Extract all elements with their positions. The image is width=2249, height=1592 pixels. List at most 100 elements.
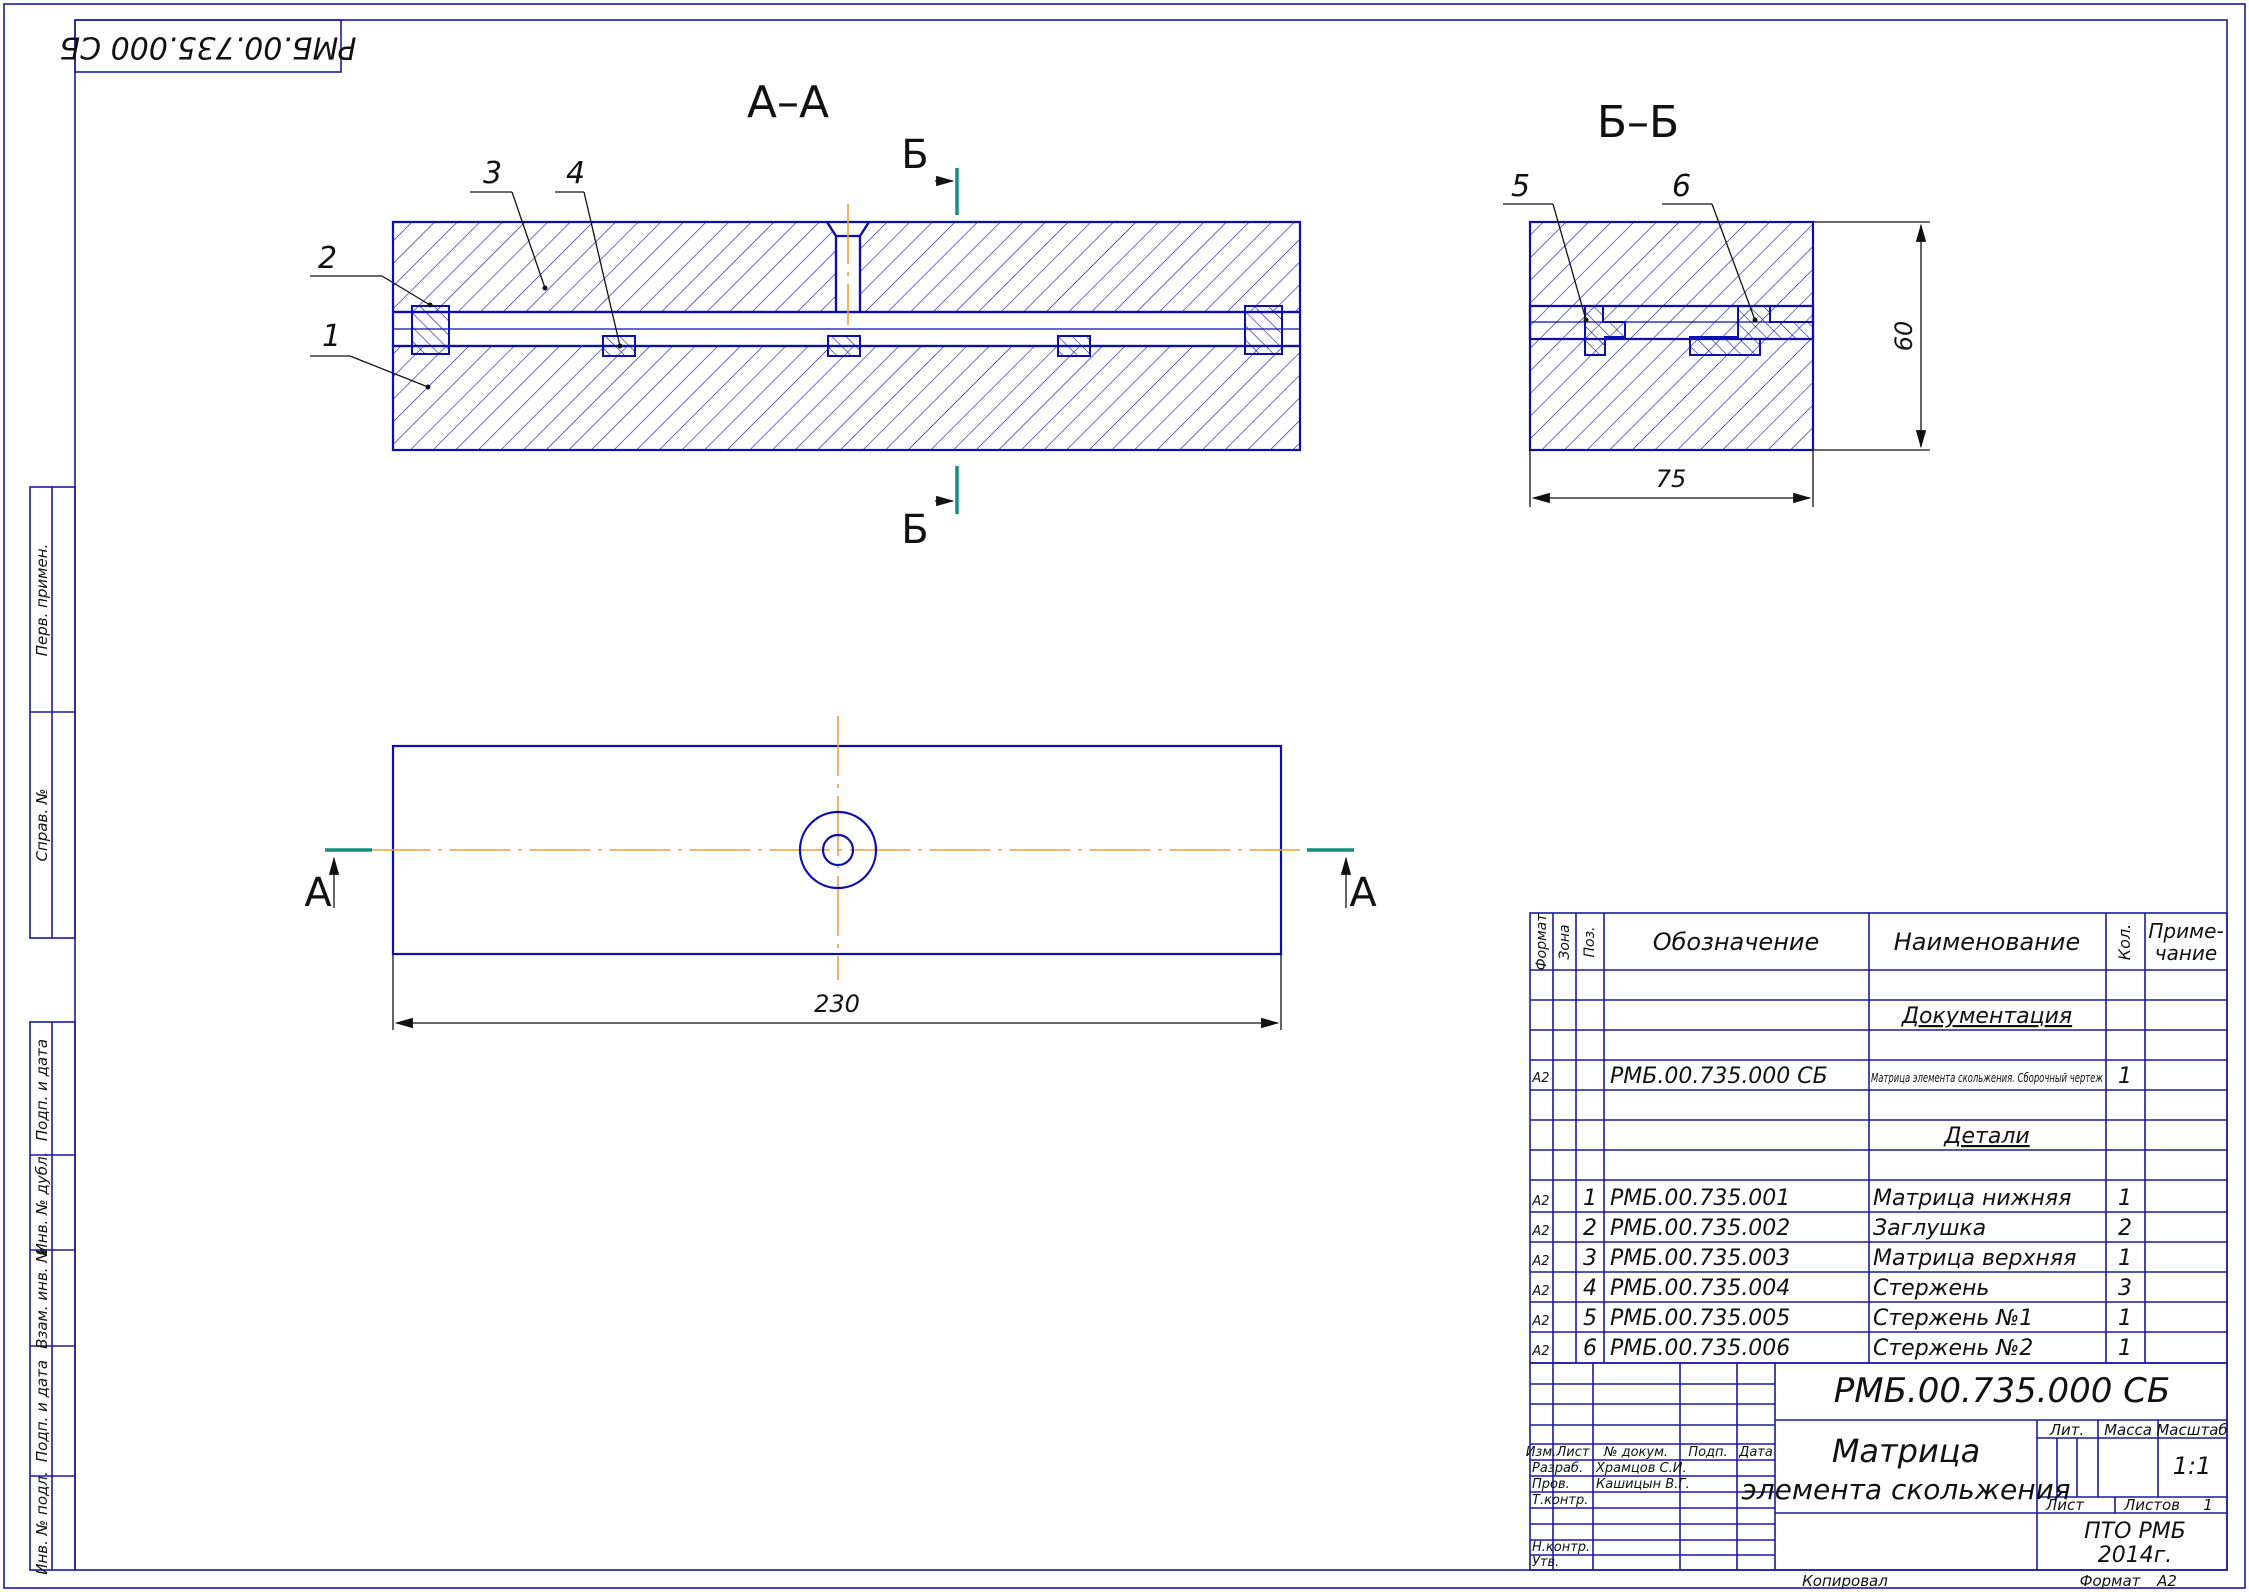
spec-cell-pos: 2 bbox=[1583, 1216, 1597, 1241]
hdr-note: чание bbox=[2155, 941, 2217, 965]
tb-sheets: Листов bbox=[2123, 1496, 2180, 1514]
hole-inner bbox=[821, 833, 855, 867]
tb-scale-value: 1:1 bbox=[2173, 1452, 2212, 1480]
row-name: Матрица элемента скольжения. Сборочный ч… bbox=[1871, 1071, 2103, 1085]
side-strip: Перв. примен. Справ. № Подп. и дата Инв.… bbox=[29, 486, 76, 1575]
tb-label: Т.контр. bbox=[1532, 1493, 1588, 1508]
side-label: Подп. и дата bbox=[33, 1039, 51, 1141]
lower-matrix bbox=[391, 344, 1302, 452]
tb-label: Утв. bbox=[1532, 1555, 1559, 1570]
hdr-format: Формат bbox=[1534, 913, 1550, 971]
spec-cell-name: Матрица нижняя bbox=[1873, 1186, 2071, 1211]
section-aa-label: А–А bbox=[747, 77, 829, 128]
top-stamp-text: РМБ.00.735.000 СБ bbox=[60, 30, 357, 65]
side-label: Инв. № подл. bbox=[33, 1471, 51, 1574]
tb-name: Кашицын В.Г. bbox=[1596, 1477, 1690, 1492]
sheet-border bbox=[3, 3, 2246, 1589]
tb-mass: Масса bbox=[2104, 1421, 2152, 1439]
hdr-name: Наименование bbox=[1894, 928, 2081, 956]
cut-b-top: Б bbox=[901, 132, 928, 178]
tb-sheet: Лист bbox=[2045, 1496, 2085, 1514]
side-label: Инв. № дубл. bbox=[33, 1152, 51, 1255]
callout: 5 bbox=[1511, 169, 1530, 204]
title-line1: Матрица bbox=[1832, 1432, 1980, 1470]
spec-cell-name: Стержень bbox=[1873, 1276, 1989, 1301]
tb-header: Дата bbox=[1738, 1445, 1773, 1460]
rod bbox=[1057, 335, 1091, 357]
cut-a-right: А bbox=[1349, 870, 1377, 916]
hdr-pos: Поз. bbox=[1582, 927, 1598, 958]
spec-cell-designation: РМБ.00.735.002 bbox=[1610, 1216, 1790, 1241]
spec-cell-pos: 5 bbox=[1583, 1306, 1597, 1331]
spec-cell-name: Матрица верхняя bbox=[1873, 1246, 2076, 1271]
spec-cell-qty: 1 bbox=[2118, 1306, 2132, 1331]
side-label: Справ. № bbox=[33, 789, 51, 862]
spec-cell-name: Стержень №2 bbox=[1873, 1336, 2033, 1361]
spec-cell-format: А2 bbox=[1531, 1284, 1549, 1299]
spec-cell-qty: 1 bbox=[2118, 1336, 2132, 1361]
callout: 2 bbox=[318, 241, 337, 276]
format-value: А2 bbox=[2156, 1572, 2177, 1590]
spec-cell-designation: РМБ.00.735.003 bbox=[1610, 1246, 1790, 1271]
spec-cell-qty: 1 bbox=[2118, 1246, 2132, 1271]
section-aa: А–А 2 1 3 4 Б Б bbox=[310, 77, 1302, 553]
tb-label: Пров. bbox=[1532, 1477, 1570, 1492]
spec-cell-name: Заглушка bbox=[1873, 1216, 1986, 1241]
section-bb-label: Б–Б bbox=[1597, 97, 1679, 148]
side-label: Подп. и дата bbox=[33, 1360, 51, 1462]
side-label: Перв. примен. bbox=[33, 544, 51, 657]
spec-cell-name: Стержень №1 bbox=[1873, 1306, 2033, 1331]
top-stamp: РМБ.00.735.000 СБ bbox=[60, 19, 357, 73]
plan-view: А А 230 bbox=[304, 716, 1377, 1030]
section-docs: Документация bbox=[1901, 1004, 2072, 1029]
cut-a-left: А bbox=[304, 870, 332, 916]
spec-cell-format: А2 bbox=[1531, 1344, 1549, 1359]
spec-cell-designation: РМБ.00.735.006 bbox=[1610, 1336, 1790, 1361]
rod-5 bbox=[1584, 305, 1626, 356]
tb-scale: Масштаб bbox=[2156, 1421, 2227, 1439]
spec-cell-pos: 6 bbox=[1583, 1336, 1597, 1361]
rod-6 bbox=[1689, 305, 1814, 356]
dim-height: 60 bbox=[1890, 321, 1918, 352]
rod bbox=[827, 335, 861, 357]
spec-cell-designation: РМБ.00.735.001 bbox=[1610, 1186, 1790, 1211]
spec-cell-qty: 1 bbox=[2118, 1186, 2132, 1211]
spec-cell-format: А2 bbox=[1531, 1254, 1549, 1269]
spec-cell-format: А2 bbox=[1531, 1194, 1549, 1209]
callout: 4 bbox=[566, 156, 585, 191]
tb-sheets-value: 1 bbox=[2203, 1496, 2213, 1514]
section-parts: Детали bbox=[1943, 1124, 2029, 1149]
cut-b-bottom: Б bbox=[901, 507, 928, 553]
tb-header: Подп. bbox=[1688, 1445, 1727, 1460]
spec-cell-format: А2 bbox=[1531, 1314, 1549, 1329]
dim-width: 75 bbox=[1656, 465, 1687, 493]
hdr-zone: Зона bbox=[1557, 924, 1573, 959]
tb-header: № докум. bbox=[1603, 1445, 1668, 1460]
section-bb: Б–Б 5 6 60 75 bbox=[1503, 97, 1930, 507]
plug-right bbox=[1244, 305, 1283, 355]
tb-org: ПТО РМБ bbox=[2084, 1519, 2186, 1544]
spec-cell-pos: 3 bbox=[1583, 1246, 1597, 1271]
side-label: Взам. инв. № bbox=[33, 1247, 51, 1349]
hdr-designation: Обозначение bbox=[1653, 928, 1820, 956]
spec-cell-designation: РМБ.00.735.005 bbox=[1610, 1306, 1790, 1331]
spec-cell-format: А2 bbox=[1531, 1224, 1549, 1239]
title-block: РМБ.00.735.000 СБ Матрица элемента сколь… bbox=[1526, 1362, 2228, 1571]
hdr-note: Приме- bbox=[2148, 919, 2223, 943]
row-format: А2 bbox=[1531, 1071, 1549, 1086]
tb-name: Храмцов С.И. bbox=[1595, 1461, 1687, 1476]
spec-cell-designation: РМБ.00.735.004 bbox=[1610, 1276, 1790, 1301]
hdr-qty: Кол. bbox=[2115, 924, 2134, 960]
spec-cell-pos: 4 bbox=[1583, 1276, 1597, 1301]
spec-cell-pos: 1 bbox=[1583, 1186, 1597, 1211]
row-designation: РМБ.00.735.000 СБ bbox=[1610, 1064, 1828, 1089]
dim-length: 230 bbox=[814, 990, 860, 1018]
title-line2: элемента скольжения bbox=[1741, 1473, 2070, 1506]
callout: 1 bbox=[322, 319, 341, 354]
spec-cell-qty: 3 bbox=[2118, 1276, 2132, 1301]
tb-label: Разраб. bbox=[1532, 1461, 1583, 1476]
spec-table: Формат Зона Поз. Обозначение Наименовани… bbox=[1529, 912, 2228, 1364]
callout: 6 bbox=[1672, 169, 1691, 204]
